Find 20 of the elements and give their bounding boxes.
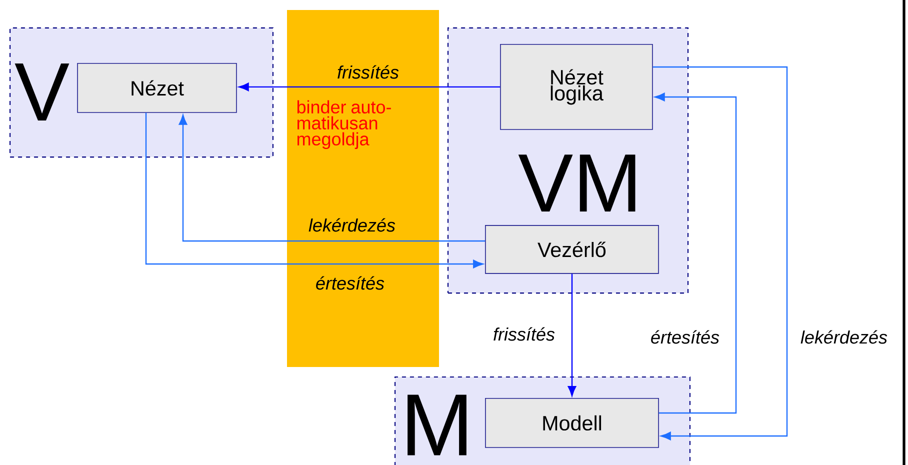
- arrow: [652, 66, 788, 440]
- edge-label: frissítés: [338, 65, 399, 79]
- arrow: [178, 114, 486, 242]
- edge-label: lekérdezés: [800, 330, 888, 344]
- arrow: [238, 82, 500, 92]
- arrow: [568, 274, 576, 396]
- edge-label: frissítés: [494, 327, 555, 341]
- process-box: Nézet: [77, 63, 237, 113]
- band-note: binder auto-matikusan megoldja: [297, 100, 391, 150]
- arrow: [654, 92, 737, 414]
- process-box: Modell: [485, 398, 659, 448]
- arrow: [145, 112, 484, 268]
- process-box: Nézet logika: [500, 44, 653, 130]
- layer-letter: V: [14, 64, 70, 120]
- edge-label: értesítés: [651, 330, 720, 344]
- layer-letter: M: [408, 394, 466, 456]
- edge-label: értesítés: [316, 276, 384, 290]
- edge-label: lekérdezés: [308, 218, 396, 232]
- process-box: Vezérlő: [485, 225, 659, 274]
- layer-letter: VM: [518, 154, 636, 212]
